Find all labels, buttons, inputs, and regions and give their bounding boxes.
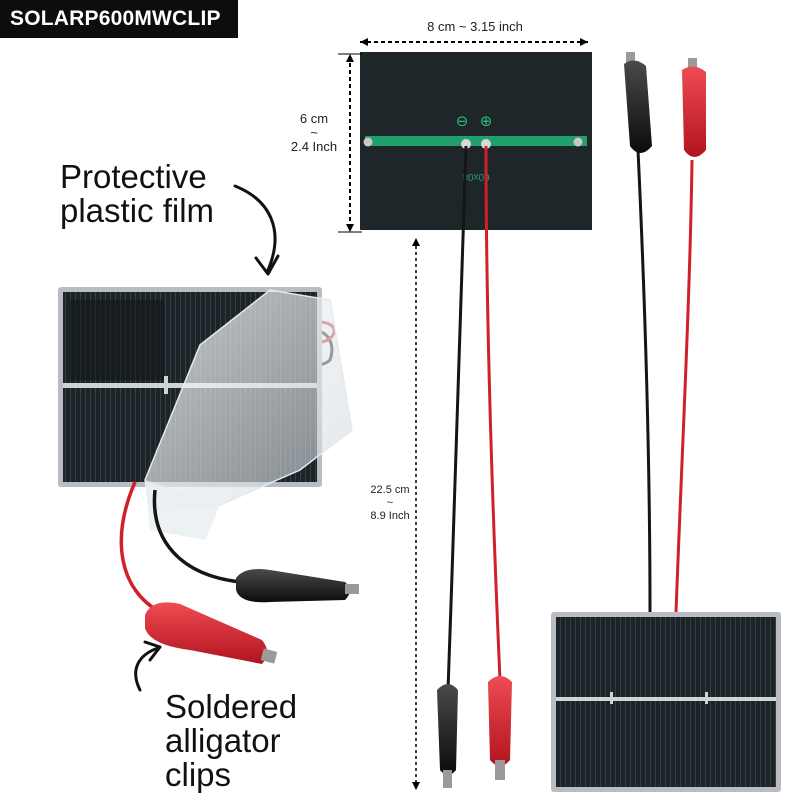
film-callout-arrow [233,184,280,276]
black-wire-top [446,145,468,691]
solder-pad-plus [481,139,491,149]
product-code-badge: SOLARP600MWCLIP [0,0,238,38]
cable-dimension [412,238,420,790]
front-panel-bottom-right [551,612,781,792]
film-callout-line1: Protective [60,158,207,195]
black-clip-left [236,569,359,603]
red-clip-vertical-left [488,676,512,780]
film-callout-line2: plastic film [60,192,215,229]
height-label: 6 cm ~ 2.4 Inch [278,112,350,154]
red-wire-top [484,145,502,681]
red-clip-left [145,602,278,664]
cable-length-label: 22.5 cm ~ 8.9 Inch [364,484,416,523]
film-callout: Protective plastic film [60,160,214,228]
width-dimension [360,38,588,46]
black-wire-left [152,489,241,584]
pcb-text: 60x08 [462,171,490,182]
red-wire-right [674,159,694,613]
film-flap [145,480,220,540]
clips-callout: Soldered alligator clips [165,690,297,792]
cable-label-cm: 22.5 cm [370,484,410,496]
solder-pad-left [363,137,373,147]
back-panel: ⊖ ⊕ 60x08 [360,52,592,230]
clips-callout-line1: Soldered [165,688,298,725]
black-clip-vertical-left [437,684,458,788]
red-wire-left [119,481,161,614]
minus-marking: ⊖ [456,112,469,130]
clips-callout-line3: clips [165,756,232,793]
clips-callout-arrow [134,640,162,692]
cable-label-in: 8.9 Inch [370,510,410,522]
clips-callout-line2: alligator [165,722,281,759]
plus-marking: ⊕ [480,112,493,130]
height-label-cm: 6 cm [299,111,329,126]
cable-label-tilde: ~ [386,497,394,509]
height-label-tilde: ~ [310,125,318,140]
solder-pad-right [573,137,583,147]
height-dimension [338,53,362,233]
solder-pad-minus [461,139,471,149]
width-label: 8 cm ~ 3.15 inch [427,19,523,34]
red-clip-right [682,58,706,157]
black-clip-right [624,52,652,153]
black-wire-right [636,149,652,613]
pcb-strip [365,136,587,146]
height-label-in: 2.4 Inch [290,139,338,154]
